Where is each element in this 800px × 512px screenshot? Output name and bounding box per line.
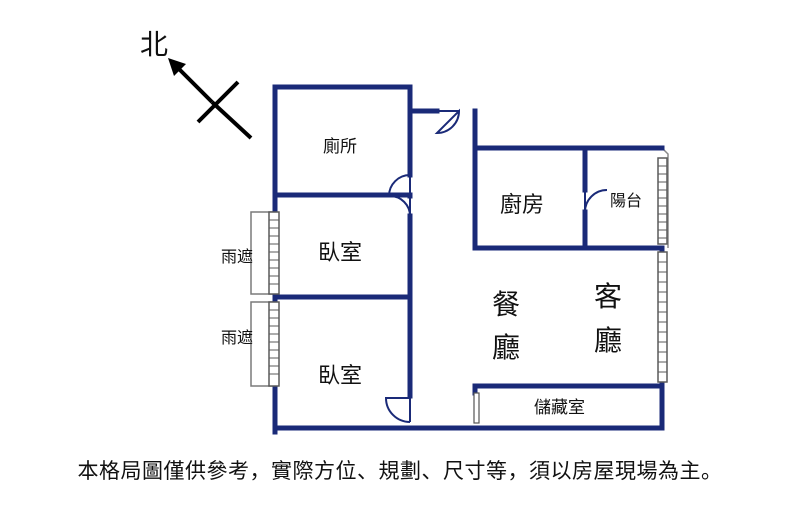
disclaimer-caption: 本格局圖僅供參考，實際方位、規劃、尺寸等，須以房屋現場為主。 — [77, 459, 723, 483]
label-storage: 儲藏室 — [534, 398, 585, 418]
compass-north-label: 北 — [140, 28, 168, 61]
label-kitchen: 廚房 — [500, 193, 544, 218]
compass: 北 — [140, 28, 253, 140]
room-labels: 廁所 臥室 臥室 廚房 陽台 餐 廳 客 廳 儲藏室 雨遮 雨遮 — [221, 136, 642, 418]
wall-toilet — [272, 84, 413, 198]
label-dining-2: 廳 — [492, 331, 520, 364]
compass-arrow — [172, 62, 214, 104]
label-toilet: 廁所 — [323, 136, 357, 157]
windows — [268, 157, 668, 387]
label-balcony: 陽台 — [610, 191, 642, 210]
window-bedroom-lower — [268, 301, 280, 387]
label-dining-1: 餐 — [492, 288, 520, 321]
label-awning-lower: 雨遮 — [221, 328, 253, 347]
doors — [384, 108, 608, 424]
label-bedroom-lower: 臥室 — [318, 364, 362, 389]
door-bedroom-upper — [389, 195, 411, 217]
window-bedroom-upper — [268, 211, 280, 295]
window-balcony — [657, 157, 668, 245]
compass-arrowhead — [168, 58, 186, 76]
door-balcony — [584, 189, 608, 213]
door-storage — [473, 392, 480, 424]
window-hatching — [269, 165, 667, 375]
compass-stem — [210, 100, 253, 140]
label-bedroom-upper: 臥室 — [318, 241, 362, 266]
door-toilet — [387, 174, 411, 197]
label-living-1: 客 — [594, 280, 622, 313]
compass-cross — [196, 80, 240, 124]
window-living — [657, 251, 668, 383]
door-entrance — [434, 108, 461, 135]
door-bedroom-lower — [384, 396, 411, 423]
label-living-2: 廳 — [594, 324, 622, 357]
label-awning-upper: 雨遮 — [221, 247, 253, 266]
